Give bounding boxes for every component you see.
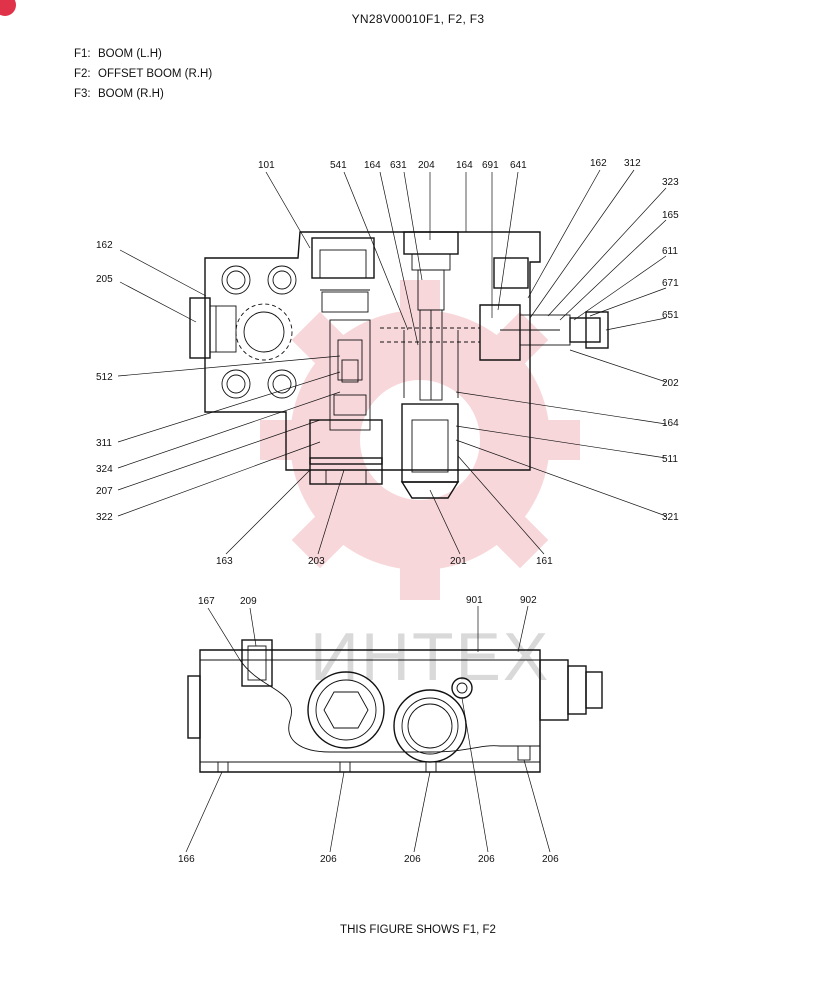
callout-611: 611	[662, 246, 678, 257]
callout-541: 541	[330, 160, 347, 171]
variant-legend: F1:BOOM (L.H) F2:OFFSET BOOM (R.H) F3:BO…	[74, 44, 212, 104]
legend-item-f1: F1:BOOM (L.H)	[74, 48, 162, 60]
callout-164: 164	[364, 160, 381, 171]
callout-163: 163	[216, 556, 233, 567]
drawing-title: YN28V00010F1, F2, F3	[351, 12, 485, 26]
callout-324: 324	[96, 464, 113, 475]
callout-162: 162	[96, 240, 113, 251]
callout-206: 206	[478, 854, 495, 865]
callout-311: 311	[96, 438, 112, 449]
callout-631: 631	[390, 160, 407, 171]
callout-901: 901	[466, 595, 483, 606]
callout-203: 203	[308, 556, 325, 567]
callout-206: 206	[542, 854, 559, 865]
callout-312: 312	[624, 158, 641, 169]
callout-512: 512	[96, 372, 113, 383]
corner-logo-mark	[0, 0, 16, 16]
callout-511: 511	[662, 454, 678, 465]
bottom-callout-labels: 167 209 901 902 166 206 206 206 206	[178, 595, 559, 865]
callout-206: 206	[404, 854, 421, 865]
callout-164: 164	[662, 418, 679, 429]
figure-caption: THIS FIGURE SHOWS F1, F2	[340, 924, 496, 936]
callout-162: 162	[590, 158, 607, 169]
bottom-side-view	[187, 639, 603, 773]
callout-641: 641	[510, 160, 527, 171]
callout-321: 321	[662, 512, 679, 523]
callout-323: 323	[662, 177, 679, 188]
bottom-callout-leaders	[185, 605, 551, 853]
legend-item-f3: F3:BOOM (R.H)	[74, 88, 164, 100]
top-callout-labels: 101 541 164 631 204 164 691 641 162 312 …	[96, 158, 679, 567]
callout-206: 206	[320, 854, 337, 865]
callout-161: 161	[536, 556, 553, 567]
callout-165: 165	[662, 210, 679, 221]
callout-202: 202	[662, 378, 679, 389]
callout-651: 651	[662, 310, 679, 321]
callout-209: 209	[240, 596, 257, 607]
top-section-view	[189, 231, 609, 499]
callout-207: 207	[96, 486, 113, 497]
callout-205: 205	[96, 274, 113, 285]
callout-204: 204	[418, 160, 435, 171]
callout-322: 322	[96, 512, 113, 523]
callout-101: 101	[258, 160, 275, 171]
callout-167: 167	[198, 596, 215, 607]
callout-691: 691	[482, 160, 499, 171]
callout-166: 166	[178, 854, 195, 865]
callout-671: 671	[662, 278, 679, 289]
top-callout-leaders	[117, 169, 667, 555]
callout-902: 902	[520, 595, 537, 606]
legend-item-f2: F2:OFFSET BOOM (R.H)	[74, 68, 213, 80]
callout-164: 164	[456, 160, 473, 171]
watermark-text: ИНТЕХ	[310, 619, 550, 695]
callout-201: 201	[450, 556, 467, 567]
